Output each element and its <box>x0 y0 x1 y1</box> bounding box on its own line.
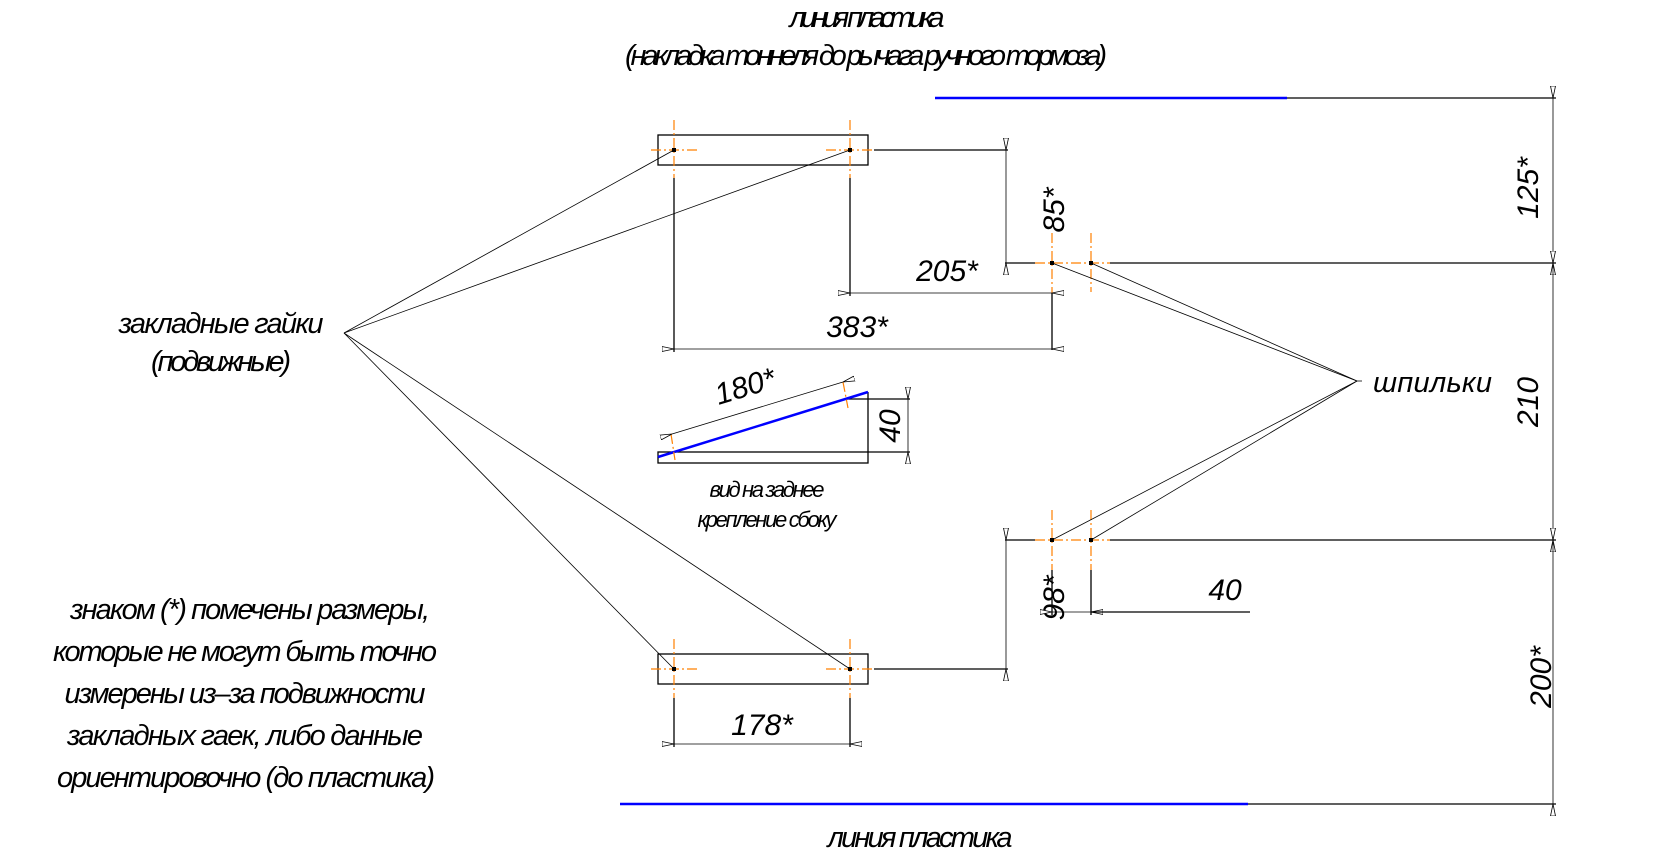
bottom-plastic-line-title: линия пластика <box>826 822 1013 854</box>
note-line: которые не могут быть точно <box>53 636 437 668</box>
note-block: знаком (*) помечены размеры, которые не … <box>53 594 437 794</box>
dimension-125-label: 125* <box>1512 156 1545 219</box>
top-studs <box>1005 233 1556 293</box>
nuts-label-line2: (подвижные) <box>151 346 291 378</box>
dimension-200-label: 200* <box>1525 645 1558 709</box>
note-line: измерены из–за подвижности <box>65 678 426 710</box>
dimension-178: 178* <box>674 698 850 747</box>
dimension-98: 98* <box>874 540 1071 669</box>
nuts-label-line1: закладные гайки <box>118 308 324 340</box>
bottom-nut-plate <box>651 639 874 698</box>
side-view-caption-line2: крепление сбоку <box>698 507 839 532</box>
note-line: знаком (*) помечены размеры, <box>69 594 430 626</box>
dimension-40-studs: 40 <box>1052 570 1250 615</box>
studs-label: шпильки <box>1373 367 1492 399</box>
dimension-40-studs-label: 40 <box>1208 574 1242 607</box>
dimension-383: 383* <box>674 178 1052 352</box>
nuts-leader <box>343 149 851 670</box>
note-line: ориентировочно (до пластика) <box>57 762 435 794</box>
dimension-98-label: 98* <box>1038 574 1071 620</box>
dimension-85: 85* <box>874 150 1071 263</box>
bottom-studs <box>1005 510 1556 570</box>
top-plastic-line-subtitle: (накладка тоннеля до рычага ручного торм… <box>625 40 1107 72</box>
note-line: закладных гаек, либо данные <box>66 720 423 752</box>
top-nut-plate <box>651 120 874 178</box>
dimension-40-side-label: 40 <box>874 409 907 443</box>
dimension-200: 200* <box>1525 540 1558 804</box>
dimension-210: 210 <box>1512 263 1553 540</box>
dimension-383-label: 383* <box>826 311 889 344</box>
side-view: 180* 40 вид на заднее крепление сбоку <box>657 362 910 532</box>
top-plastic-line-title: линия пластика <box>788 2 945 34</box>
dimension-85-label: 85* <box>1038 186 1071 232</box>
dimension-205: 205* <box>850 178 1052 350</box>
side-view-caption-line1: вид на заднее <box>710 477 825 502</box>
studs-leader <box>1051 262 1362 541</box>
dimension-125: 125* <box>1512 98 1553 263</box>
dimension-178-label: 178* <box>731 709 794 742</box>
dimension-210-label: 210 <box>1512 377 1545 428</box>
dimension-205-label: 205* <box>915 255 979 288</box>
